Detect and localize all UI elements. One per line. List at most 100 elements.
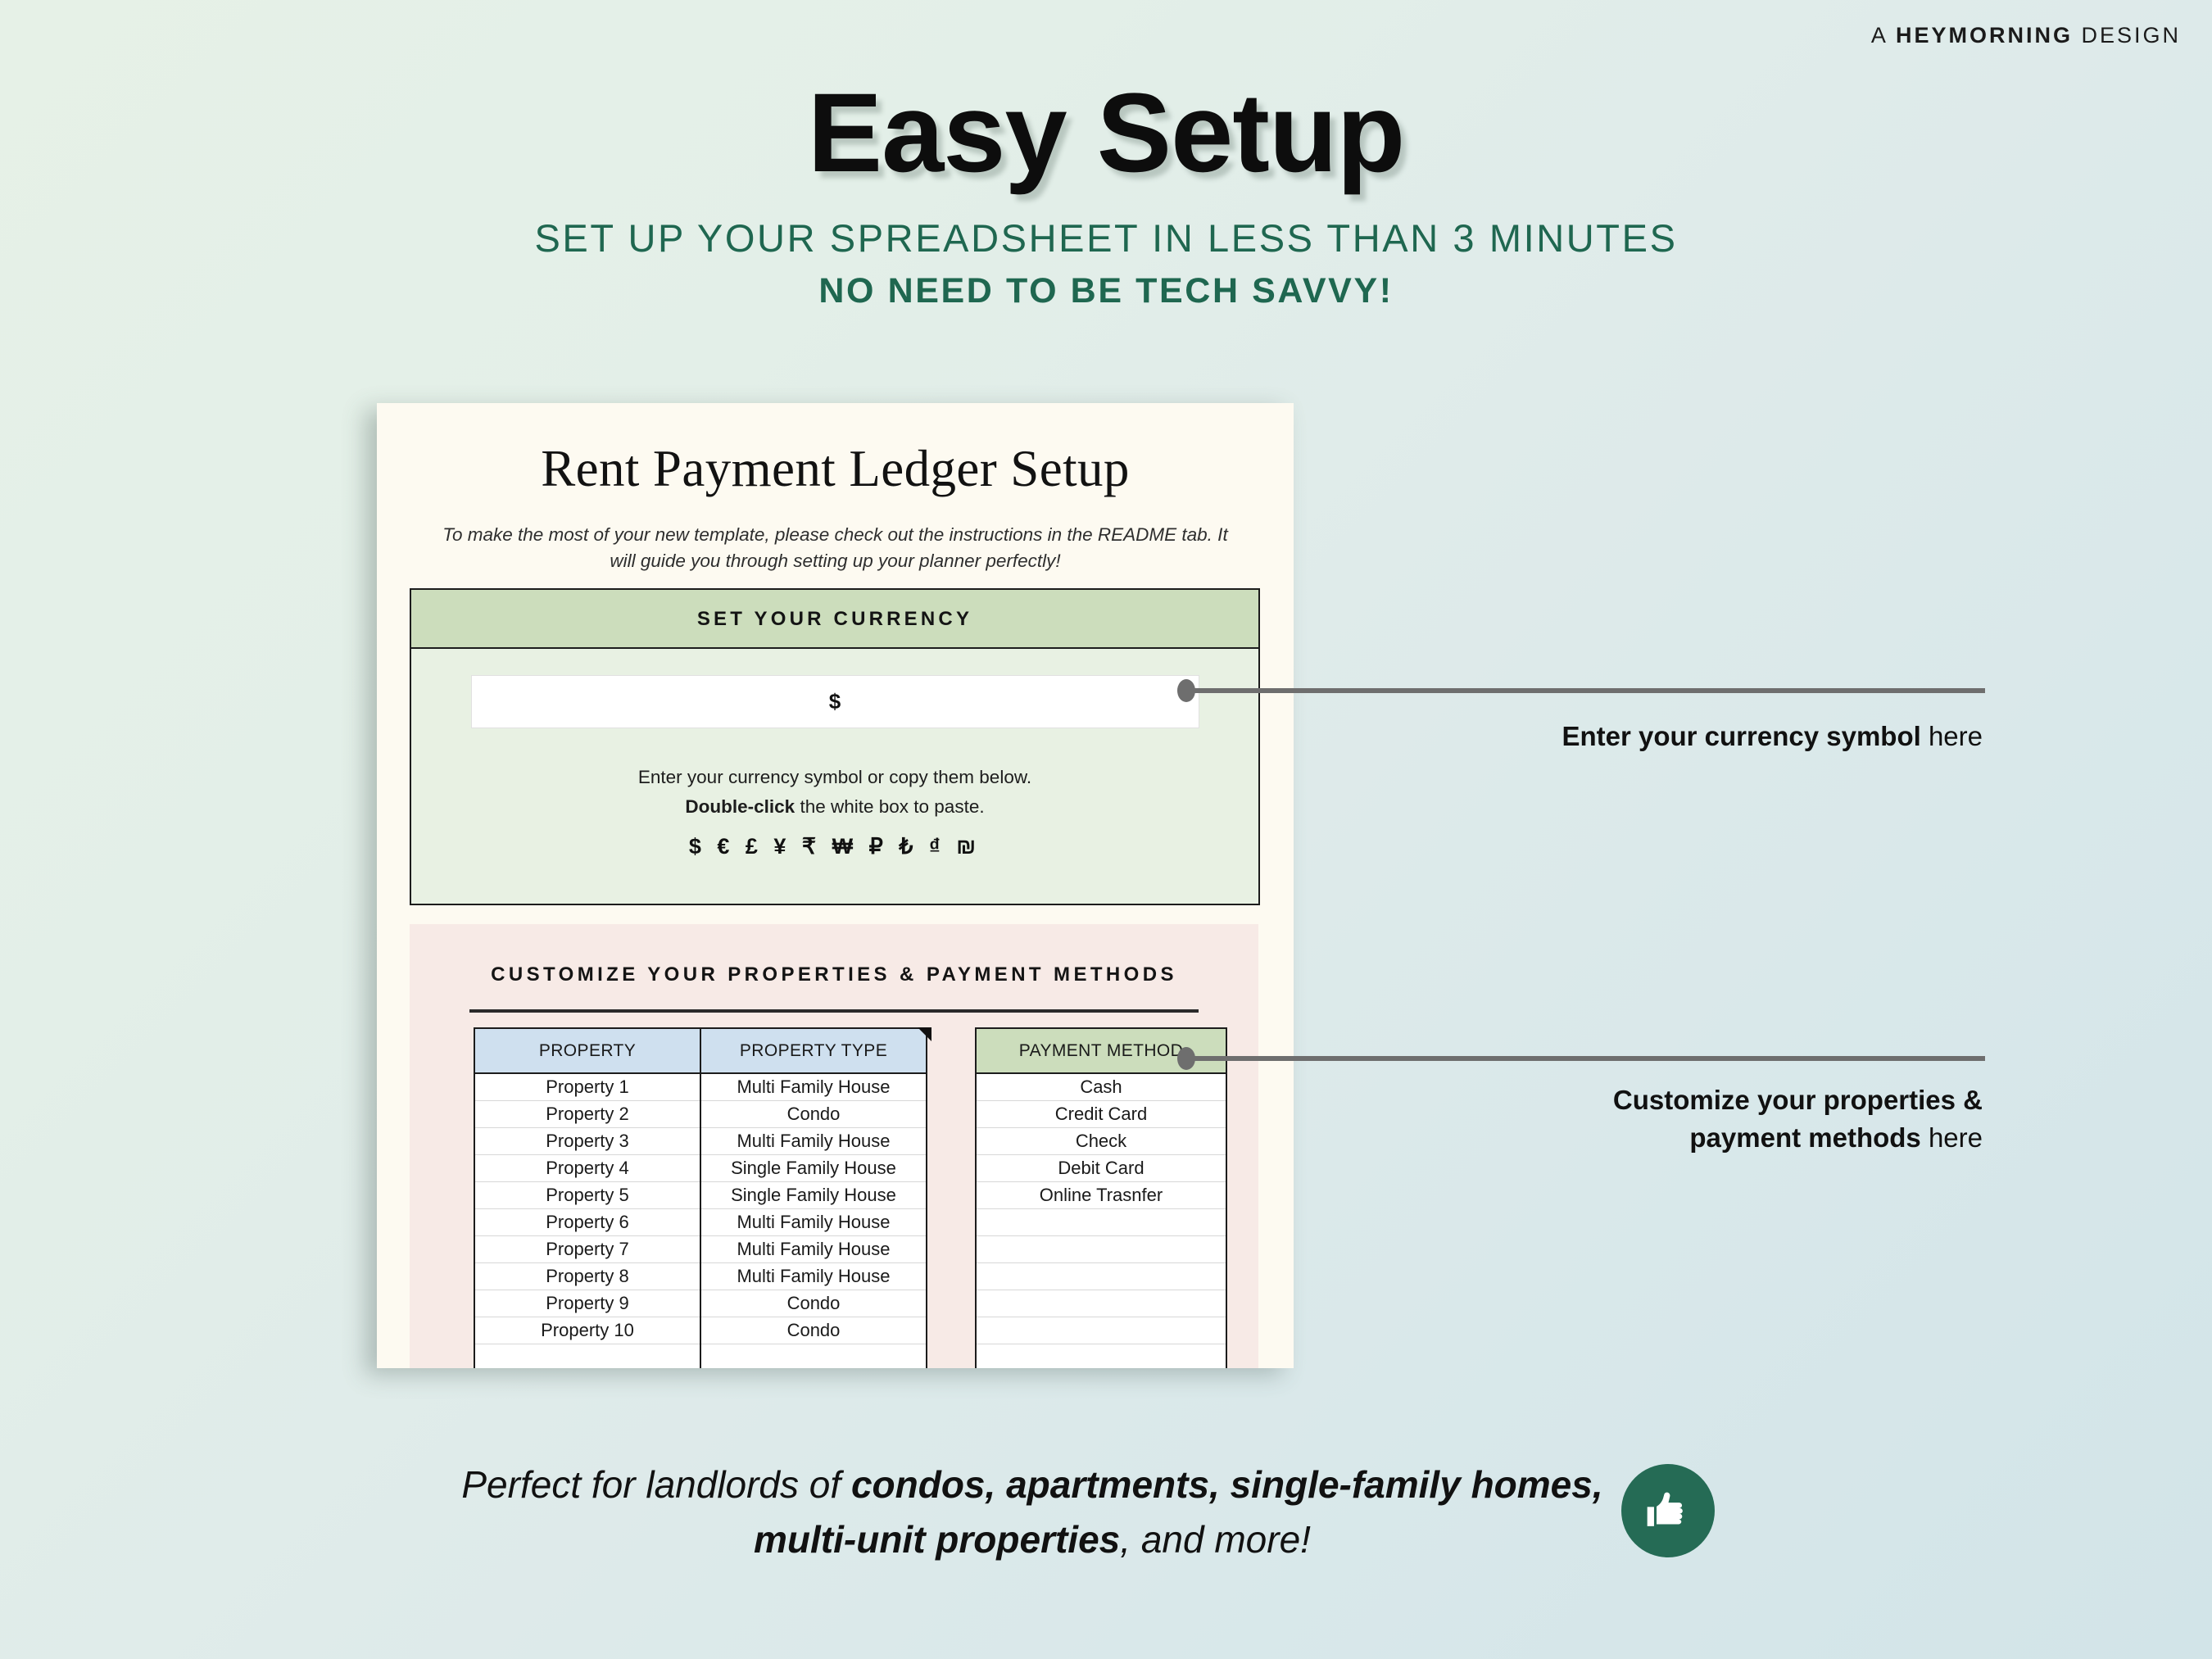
cell-corner-fold-icon	[918, 1027, 931, 1041]
cell-property[interactable]: Property 2	[474, 1100, 701, 1128]
cell-property[interactable]: Property 10	[474, 1317, 701, 1344]
cell-property[interactable]: Property 9	[474, 1290, 701, 1317]
section-divider	[469, 1009, 1199, 1013]
customize-properties-header: CUSTOMIZE YOUR PROPERTIES & PAYMENT METH…	[491, 963, 1177, 986]
callout-properties-line-1: Customize your properties &	[1613, 1081, 1983, 1119]
cell-property-type[interactable]: Condo	[700, 1100, 927, 1128]
spreadsheet-note: To make the most of your new template, p…	[442, 524, 1228, 571]
callout-properties-line-2: payment methods here	[1613, 1119, 1983, 1157]
page-title: Easy Setup	[807, 70, 1406, 196]
footer-line-1-plain: Perfect for landlords of	[461, 1463, 851, 1506]
cell-payment-method[interactable]: Check	[975, 1127, 1227, 1155]
cell-property-type[interactable]: Single Family House	[700, 1154, 927, 1182]
cell-payment-method[interactable]	[975, 1262, 1227, 1290]
subheadline-secondary: NO NEED TO BE TECH SAVVY!	[818, 271, 1394, 310]
currency-symbol-input[interactable]: $	[470, 675, 1199, 728]
cell-property[interactable]: Property 5	[474, 1181, 701, 1209]
cell-property-type[interactable]: Multi Family House	[700, 1235, 927, 1263]
cell-payment-method[interactable]: Credit Card	[975, 1100, 1227, 1128]
cell-property[interactable]: Property 4	[474, 1154, 701, 1182]
cell-property-type[interactable]	[700, 1344, 927, 1368]
table-row	[474, 1344, 927, 1368]
set-currency-section: SET YOUR CURRENCY $ Enter your currency …	[410, 588, 1260, 905]
cell-property[interactable]: Property 6	[474, 1208, 701, 1236]
currency-help-line-1: Enter your currency symbol or copy them …	[637, 767, 1032, 787]
cell-property-type[interactable]: Multi Family House	[700, 1208, 927, 1236]
table-row: Debit Card	[975, 1154, 1227, 1182]
table-row: Online Trasnfer	[975, 1181, 1227, 1209]
footer-tagline: Perfect for landlords of condos, apartme…	[459, 1457, 1606, 1566]
brand-prefix: A	[1870, 23, 1896, 48]
currency-help-line-2: Double-click the white box to paste.	[411, 792, 1258, 822]
cell-payment-method[interactable]	[975, 1235, 1227, 1263]
set-currency-header: SET YOUR CURRENCY	[411, 590, 1258, 649]
cell-property[interactable]: Property 3	[474, 1127, 701, 1155]
customize-properties-section: CUSTOMIZE YOUR PROPERTIES & PAYMENT METH…	[410, 924, 1258, 1368]
cell-property[interactable]: Property 8	[474, 1262, 701, 1290]
brand-mark: A HEYMORNING DESIGN	[1871, 23, 2181, 48]
callout-currency: Enter your currency symbol here	[1562, 718, 1983, 755]
currency-help-rest: the white box to paste.	[795, 796, 985, 818]
cell-property-type[interactable]: Multi Family House	[700, 1072, 927, 1101]
table-row: Credit Card	[975, 1100, 1227, 1128]
table-row: Cash	[975, 1072, 1227, 1101]
callout-leader-line-currency	[1186, 688, 1985, 693]
callout-leader-line-properties	[1186, 1056, 1985, 1061]
callout-properties-bold-2: payment methods	[1689, 1122, 1921, 1153]
callout-currency-light: here	[1920, 721, 1983, 751]
cell-property-type[interactable]: Single Family House	[700, 1181, 927, 1209]
callout-properties: Customize your properties & payment meth…	[1613, 1081, 1983, 1156]
table-row	[975, 1208, 1227, 1236]
footer-line-2-plain: , and more!	[1120, 1517, 1311, 1561]
column-header-property: PROPERTY	[474, 1027, 701, 1074]
table-row	[975, 1317, 1227, 1344]
subheadline-primary: SET UP YOUR SPREADSHEET IN LESS THAN 3 M…	[534, 216, 1678, 260]
callout-properties-bold-1: Customize your properties &	[1612, 1085, 1983, 1115]
cell-payment-method[interactable]: Online Trasnfer	[975, 1181, 1227, 1209]
cell-property-type[interactable]: Multi Family House	[700, 1127, 927, 1155]
cell-payment-method[interactable]	[975, 1344, 1227, 1368]
callout-currency-bold: Enter your currency symbol	[1562, 721, 1921, 751]
cell-payment-method[interactable]: Debit Card	[975, 1154, 1227, 1182]
thumbs-up-icon	[1647, 1492, 1683, 1526]
cell-property-type[interactable]: Condo	[700, 1317, 927, 1344]
column-header-property-type: PROPERTY TYPE	[700, 1027, 927, 1074]
cell-property-type[interactable]: Condo	[700, 1290, 927, 1317]
cell-property[interactable]	[474, 1344, 701, 1368]
table-row	[975, 1290, 1227, 1317]
footer-line-1-bold: condos, apartments, single-family	[850, 1463, 1461, 1506]
cell-property[interactable]: Property 7	[474, 1235, 701, 1263]
cell-payment-method[interactable]	[975, 1317, 1227, 1344]
thumbs-up-badge	[1621, 1464, 1715, 1557]
currency-symbol-palette[interactable]: $ € £ ¥ ₹ ₩ ₽ ₺ ₫ ₪	[688, 833, 981, 859]
table-row	[975, 1235, 1227, 1263]
currency-help-text: Enter your currency symbol or copy them …	[411, 763, 1258, 823]
cell-payment-method[interactable]	[975, 1208, 1227, 1236]
cell-payment-method[interactable]: Cash	[975, 1072, 1227, 1101]
table-row	[975, 1262, 1227, 1290]
footer-line-2-bold: homes, multi-unit properties	[754, 1463, 1603, 1561]
table-row: Check	[975, 1127, 1227, 1155]
set-currency-body: $ Enter your currency symbol or copy the…	[411, 649, 1258, 904]
table-header-row: PROPERTY PROPERTY TYPE	[474, 1027, 927, 1074]
cell-property-type[interactable]: Multi Family House	[700, 1262, 927, 1290]
cell-payment-method[interactable]	[975, 1290, 1227, 1317]
table-row	[975, 1344, 1227, 1368]
cell-property[interactable]: Property 1	[474, 1072, 701, 1101]
brand-name: HEYMORNING	[1895, 23, 2073, 48]
callout-properties-light: here	[1920, 1122, 1983, 1153]
currency-help-emphasis: Double-click	[685, 796, 796, 818]
